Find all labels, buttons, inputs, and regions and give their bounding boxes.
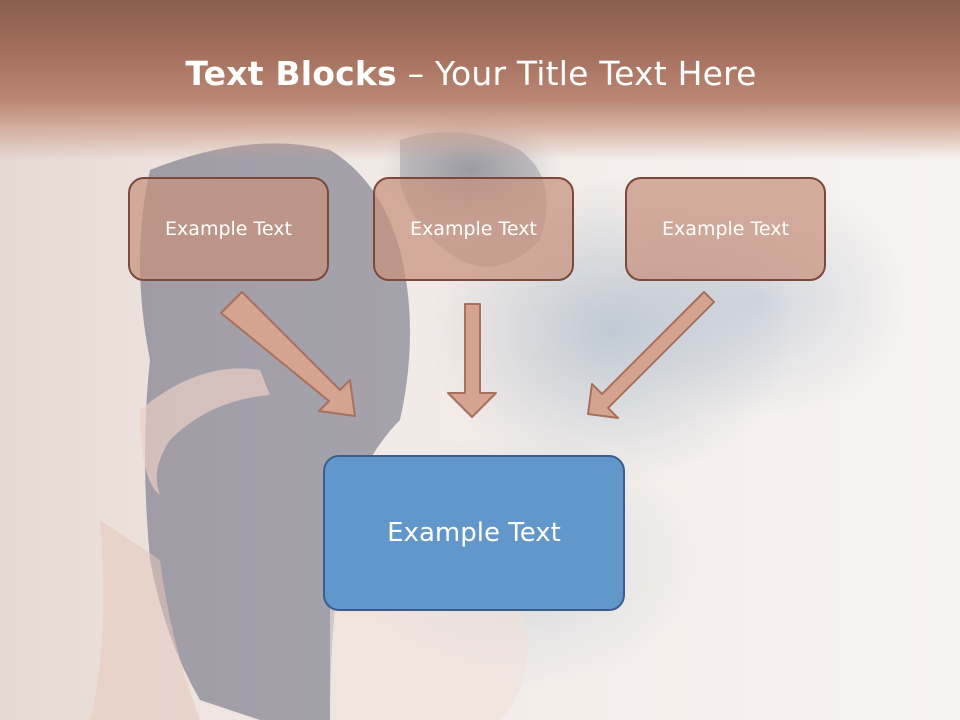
- text-block-2[interactable]: Example Text: [373, 177, 574, 281]
- target-block-label: Example Text: [387, 518, 561, 548]
- arrow-right-icon: [587, 291, 715, 419]
- header-band: [0, 0, 960, 160]
- text-block-3[interactable]: Example Text: [625, 177, 826, 281]
- target-block[interactable]: Example Text: [323, 455, 625, 611]
- text-block-3-label: Example Text: [662, 218, 789, 240]
- text-block-1-label: Example Text: [165, 218, 292, 240]
- arrow-down-icon: [447, 303, 497, 418]
- text-block-2-label: Example Text: [410, 218, 537, 240]
- arrow-left-icon: [220, 291, 356, 417]
- text-block-1[interactable]: Example Text: [128, 177, 329, 281]
- title-rest: – Your Title Text Here: [396, 54, 757, 93]
- page-title: Text Blocks – Your Title Text Here: [0, 54, 942, 93]
- title-bold: Text Blocks: [185, 54, 397, 93]
